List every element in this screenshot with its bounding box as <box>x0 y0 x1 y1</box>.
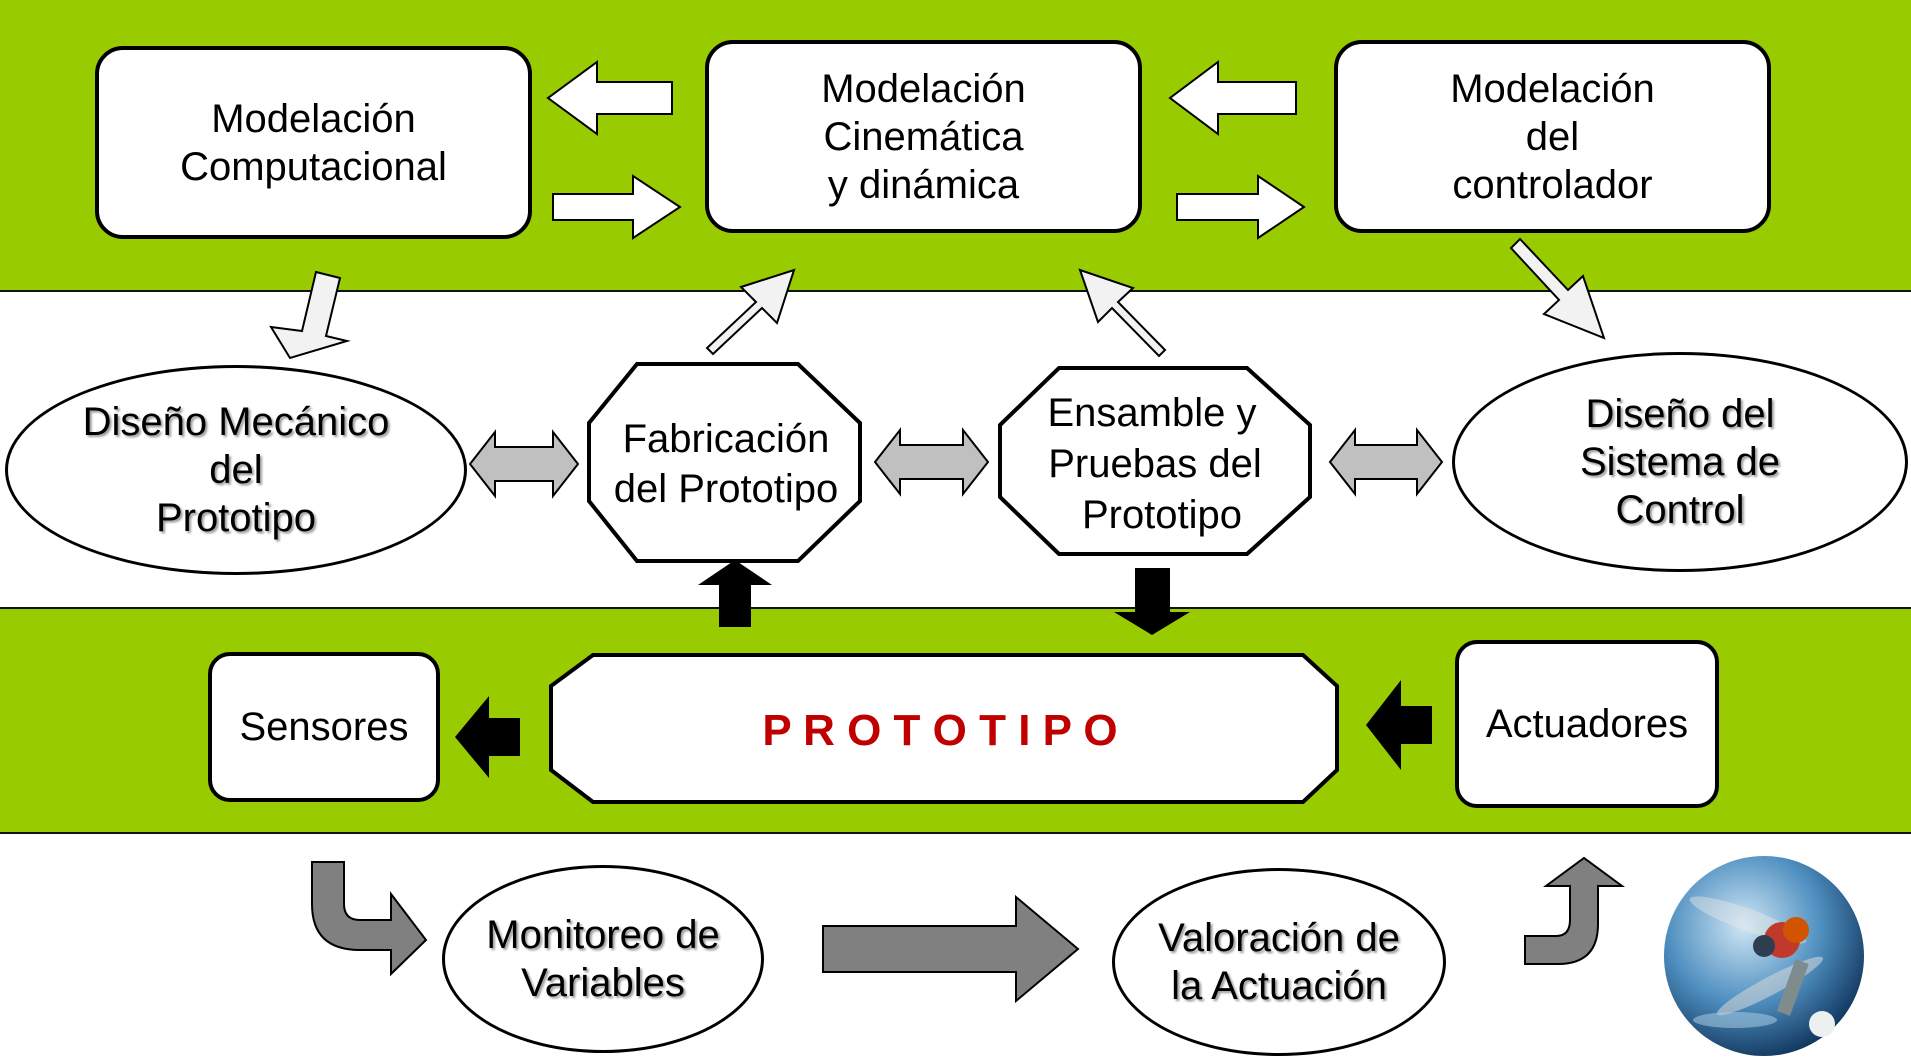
double-arrow-mechanical-fabrication <box>468 429 580 499</box>
double-arrow-assembly-control <box>1328 427 1444 497</box>
mechanical-design-ellipse: Diseño Mecánico del Prototipo <box>5 365 467 575</box>
assembly-octagon <box>998 366 1312 556</box>
arrow-prototype-to-fabrication <box>698 560 772 627</box>
arrow-computational-to-mechanical <box>269 270 351 360</box>
arrow-assessment-to-actuators <box>1524 856 1626 965</box>
control-system-design-ellipse: Diseño del Sistema de Control <box>1452 352 1908 572</box>
arrow-monitoring-to-assessment <box>822 894 1080 1004</box>
arrow-actuators-to-prototype <box>1366 680 1432 770</box>
actuation-assessment-ellipse: Valoración de la Actuación <box>1112 868 1446 1056</box>
dragonfly-globe-logo <box>1664 856 1864 1056</box>
kinematic-dynamic-modeling-box: Modelación Cinemática y dinámica <box>705 40 1142 233</box>
prototype-label: P R O T O T I P O <box>762 706 1117 755</box>
double-arrow-fabrication-assembly <box>873 427 990 497</box>
arrow-kinematic-to-controller <box>1176 174 1306 240</box>
sensors-box: Sensores <box>208 652 440 802</box>
fabrication-octagon <box>587 362 862 563</box>
arrow-computational-to-kinematic <box>552 174 682 240</box>
controller-modeling-box: Modelación del controlador <box>1334 40 1771 233</box>
arrow-assembly-to-prototype <box>1114 568 1190 635</box>
fabrication-label-line-1: Fabricación <box>623 417 830 461</box>
prototype-hexagon <box>549 653 1339 804</box>
assembly-label-line-2: Pruebas del <box>1048 442 1261 486</box>
arrow-kinematic-to-computational <box>546 60 673 136</box>
arrow-controller-to-control-design <box>1509 237 1606 340</box>
variable-monitoring-ellipse: Monitoreo de Variables <box>442 865 764 1053</box>
assembly-label-line-1: Ensamble y <box>1048 391 1257 435</box>
computational-modeling-box: Modelación Computacional <box>95 46 532 239</box>
actuators-box: Actuadores <box>1455 640 1719 808</box>
fabrication-label-line-2: del Prototipo <box>614 467 839 511</box>
arrow-sensors-to-monitoring <box>311 861 428 977</box>
arrow-controller-to-kinematic <box>1168 60 1297 136</box>
assembly-label-line-3: Prototipo <box>1082 493 1242 537</box>
arrow-prototype-to-sensors <box>455 696 520 778</box>
arrow-assembly-to-kinematic <box>1078 268 1167 358</box>
arrow-fabrication-to-kinematic <box>705 268 796 356</box>
